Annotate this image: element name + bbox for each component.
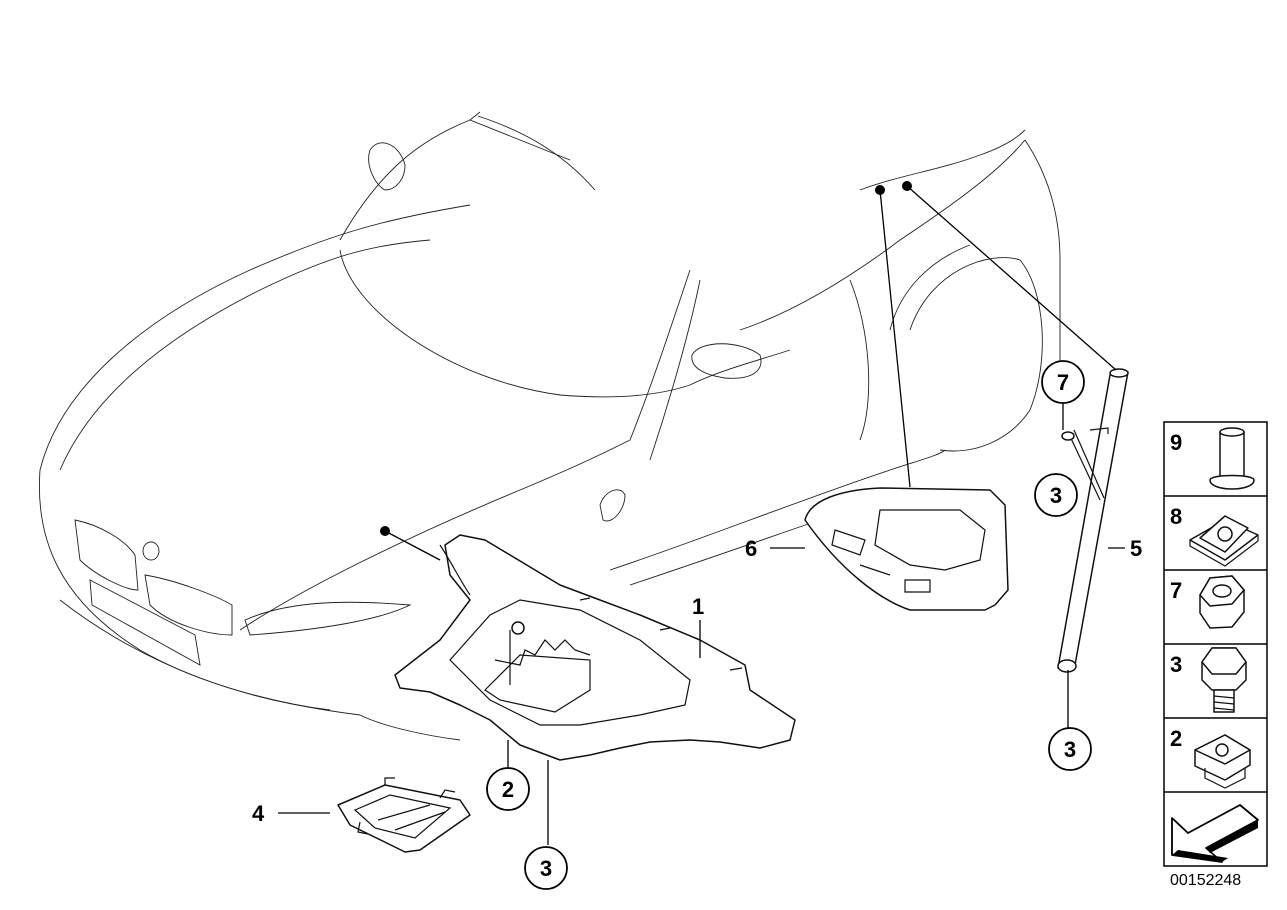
callout-6: 6 <box>745 536 757 561</box>
legend-number-8: 8 <box>1170 504 1182 529</box>
callout-7: 7 <box>1057 370 1069 395</box>
callout-1: 1 <box>692 594 704 619</box>
legend-number-9: 9 <box>1170 430 1182 455</box>
fastener-legend: 9 8 7 3 2 <box>1163 421 1268 867</box>
legend-number-3: 3 <box>1170 652 1182 677</box>
callout-circle-3-bottom <box>524 846 568 890</box>
rivet-icon <box>1209 427 1255 490</box>
callout-circle-3-upper <box>1034 473 1078 517</box>
rear-panel-part <box>804 487 1009 611</box>
strut-bar-part <box>1057 368 1129 673</box>
legend-number-7: 7 <box>1170 578 1182 603</box>
callout-2: 2 <box>502 777 514 802</box>
car-outline <box>38 111 1061 741</box>
access-panel-part <box>337 777 471 853</box>
small-rod-part <box>1061 429 1105 501</box>
callout-circle-3-lower <box>1048 727 1092 771</box>
callout-labels: 1 2 3 4 5 6 7 3 3 <box>252 360 1142 890</box>
leader-lines <box>278 181 1125 845</box>
callout-5: 5 <box>1130 536 1142 561</box>
hex-bolt-icon <box>1201 647 1247 713</box>
underbody-shield-part <box>394 534 796 761</box>
clip-nut-icon <box>1189 515 1259 567</box>
spring-nut-icon <box>1194 734 1251 789</box>
callout-3-upper: 3 <box>1050 483 1062 508</box>
legend-number-2: 2 <box>1170 726 1182 751</box>
diagram-part-number: 00152248 <box>1170 872 1241 889</box>
callout-circle-7 <box>1041 360 1085 404</box>
callout-4: 4 <box>252 801 265 826</box>
callout-3-lower: 3 <box>1064 737 1076 762</box>
hex-nut-icon <box>1199 575 1245 629</box>
arrow-icon <box>1171 804 1259 863</box>
callout-circle-2 <box>486 767 530 811</box>
callout-3-bottom: 3 <box>540 856 552 881</box>
